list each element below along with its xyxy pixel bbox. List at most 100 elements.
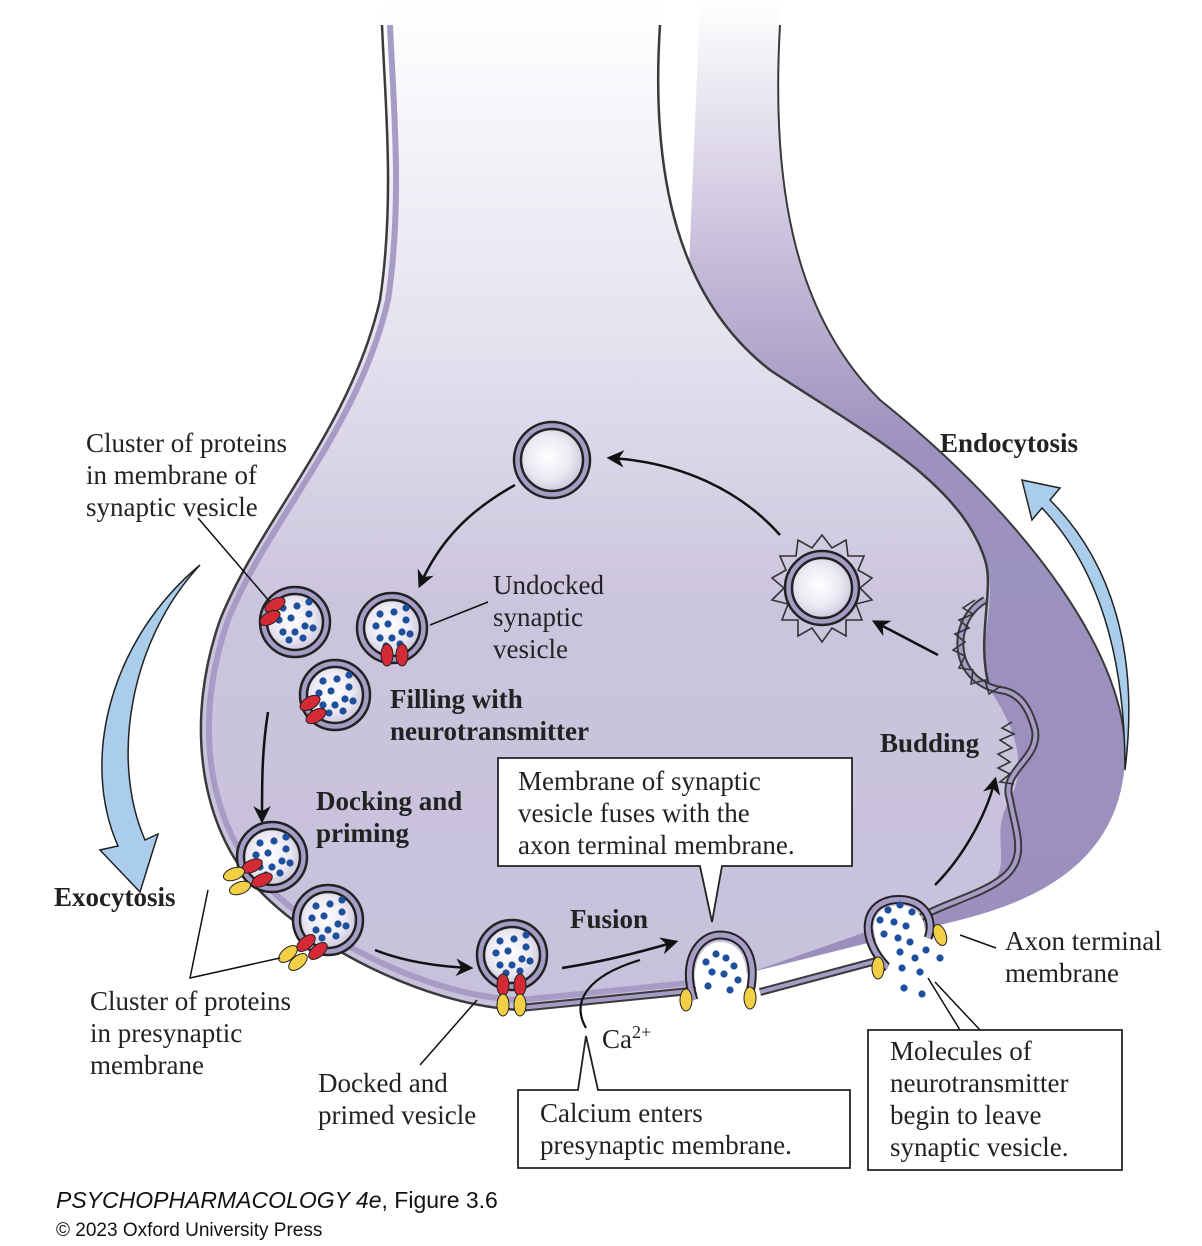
neurotransmitter-dot bbox=[309, 624, 317, 632]
neurotransmitter-dot bbox=[342, 922, 350, 930]
neurotransmitter-dot bbox=[712, 950, 720, 958]
neurotransmitter-dot bbox=[880, 930, 888, 938]
docked-label-2: primed vesicle bbox=[318, 1100, 476, 1130]
undocked-label-2: synaptic bbox=[493, 602, 583, 632]
neurotransmitter-dot bbox=[384, 620, 392, 628]
fusion-callout-line-2: vesicle fuses with the bbox=[518, 798, 750, 828]
axon-membrane-label-1: Axon terminal bbox=[1005, 926, 1162, 956]
molecules-callout-line-4: synaptic vesicle. bbox=[890, 1132, 1068, 1162]
neurotransmitter-dot bbox=[305, 610, 313, 618]
synaptic-vesicle bbox=[355, 591, 429, 665]
coated-vesicle bbox=[770, 533, 874, 644]
fusion-label: Fusion bbox=[570, 904, 648, 934]
filling-label-2: neurotransmitter bbox=[390, 716, 589, 746]
neurotransmitter-dot bbox=[325, 709, 333, 717]
neurotransmitter-dot bbox=[720, 970, 728, 978]
neurotransmitter-dot bbox=[734, 976, 742, 984]
neurotransmitter-dot bbox=[702, 958, 710, 966]
calcium-symbol: Ca bbox=[602, 1024, 632, 1054]
neurotransmitter-dot bbox=[252, 851, 260, 859]
figure-copyright: © 2023 Oxford University Press bbox=[56, 1220, 322, 1241]
axon-membrane-right-inner bbox=[656, 24, 992, 691]
endocytosis-arrow[interactable] bbox=[1020, 479, 1130, 771]
neurotransmitter-dot bbox=[315, 689, 323, 697]
fusion-callout: Membrane of synaptic vesicle fuses with … bbox=[497, 757, 853, 923]
neurotransmitter-dot bbox=[327, 687, 335, 695]
neurotransmitter-dot bbox=[516, 967, 524, 975]
docking-label-1: Docking and bbox=[316, 786, 462, 816]
neurotransmitter-dot bbox=[708, 968, 716, 976]
neurotransmitter-dot bbox=[936, 954, 944, 962]
neurotransmitter-dot bbox=[918, 990, 926, 998]
membrane-protein bbox=[496, 993, 510, 1017]
axon-membrane-label-2: membrane bbox=[1005, 958, 1119, 988]
figure-caption-title: PSYCHOPHARMACOLOGY 4e, Figure 3.6 bbox=[56, 1187, 498, 1213]
neurotransmitter-dot bbox=[508, 961, 516, 969]
exocytosis-arrow[interactable] bbox=[98, 564, 201, 894]
neurotransmitter-dot bbox=[372, 622, 380, 630]
neurotransmitter-dot bbox=[331, 701, 339, 709]
neurotransmitter-dot bbox=[278, 857, 286, 865]
leader-undocked bbox=[429, 601, 489, 626]
cluster-presynaptic-label-3: membrane bbox=[90, 1050, 204, 1080]
calcium-entry-line bbox=[579, 958, 641, 1029]
caption-figure-number: , Figure 3.6 bbox=[382, 1187, 498, 1213]
vesicle-protein bbox=[395, 643, 409, 667]
neurotransmitter-dot bbox=[896, 901, 904, 909]
undocked-label-3: vesicle bbox=[493, 634, 568, 664]
neurotransmitter-dot bbox=[704, 982, 712, 990]
neurotransmitter-dot bbox=[526, 957, 534, 965]
neurotransmitter-dot bbox=[388, 634, 396, 642]
molecules-callout: Molecules of neurotransmitter begin to l… bbox=[867, 1029, 1123, 1171]
neurotransmitter-dot bbox=[270, 837, 278, 845]
neurotransmitter-dot bbox=[305, 598, 313, 606]
vesicle-protein bbox=[308, 942, 328, 960]
arrow-to-coated-vesicle bbox=[871, 620, 939, 657]
neurotransmitter-dot bbox=[908, 908, 916, 916]
neurotransmitter-dot bbox=[894, 934, 902, 942]
vesicle-protein bbox=[513, 973, 527, 997]
neurotransmitter-dot bbox=[308, 914, 316, 922]
neurotransmitter-dot bbox=[264, 849, 272, 857]
neurotransmitter-dot bbox=[326, 900, 334, 908]
neurotransmitter-dot bbox=[522, 943, 530, 951]
neurotransmitter-dot bbox=[406, 630, 414, 638]
neurotransmitter-dot bbox=[376, 610, 384, 618]
leader-axon-membrane bbox=[959, 934, 997, 949]
molecules-callout-line-3: begin to leave bbox=[890, 1100, 1041, 1130]
neurotransmitter-dot bbox=[900, 984, 908, 992]
neurotransmitter-dot bbox=[518, 955, 526, 963]
arrow-to-empty-vesicle bbox=[606, 450, 781, 536]
neurotransmitter-dot bbox=[293, 602, 301, 610]
fusion-callout-line-1: Membrane of synaptic bbox=[518, 766, 761, 796]
membrane-protein bbox=[932, 923, 948, 947]
cluster-vesicle-label-3: synaptic vesicle bbox=[86, 492, 258, 522]
budding-label: Budding bbox=[880, 728, 980, 758]
calcium-charge: 2+ bbox=[632, 1022, 651, 1042]
caption-book-title: PSYCHOPHARMACOLOGY 4e bbox=[56, 1187, 382, 1213]
neurotransmitter-dot bbox=[896, 948, 904, 956]
neurotransmitter-dot bbox=[333, 675, 341, 683]
neurotransmitter-dot bbox=[504, 947, 512, 955]
neurotransmitter-dot bbox=[286, 859, 294, 867]
neurotransmitter-dot bbox=[338, 896, 346, 904]
vesicle-protein bbox=[305, 707, 327, 725]
empty-recycled-vesicle bbox=[512, 420, 592, 500]
cluster-vesicle-label-2: in membrane of bbox=[86, 460, 257, 490]
vesicle-protein bbox=[299, 694, 321, 712]
membrane-protein bbox=[278, 945, 298, 963]
neurotransmitter-dot bbox=[339, 707, 347, 715]
neurotransmitter-dot bbox=[282, 845, 290, 853]
endocytosis-label: Endocytosis bbox=[940, 428, 1078, 458]
vesicle-protein bbox=[380, 643, 394, 667]
neurotransmitter-dot bbox=[890, 918, 898, 926]
neurotransmitter-dot bbox=[884, 906, 892, 914]
neurotransmitter-dot bbox=[345, 683, 353, 691]
neurotransmitter-dot bbox=[301, 622, 309, 630]
axon-membrane-right-outer bbox=[777, 24, 1127, 761]
neurotransmitter-dot bbox=[334, 920, 342, 928]
vesicle-protein bbox=[259, 609, 281, 627]
molecules-callout-line-1: Molecules of bbox=[890, 1036, 1032, 1066]
neurotransmitter-dot bbox=[902, 922, 910, 930]
